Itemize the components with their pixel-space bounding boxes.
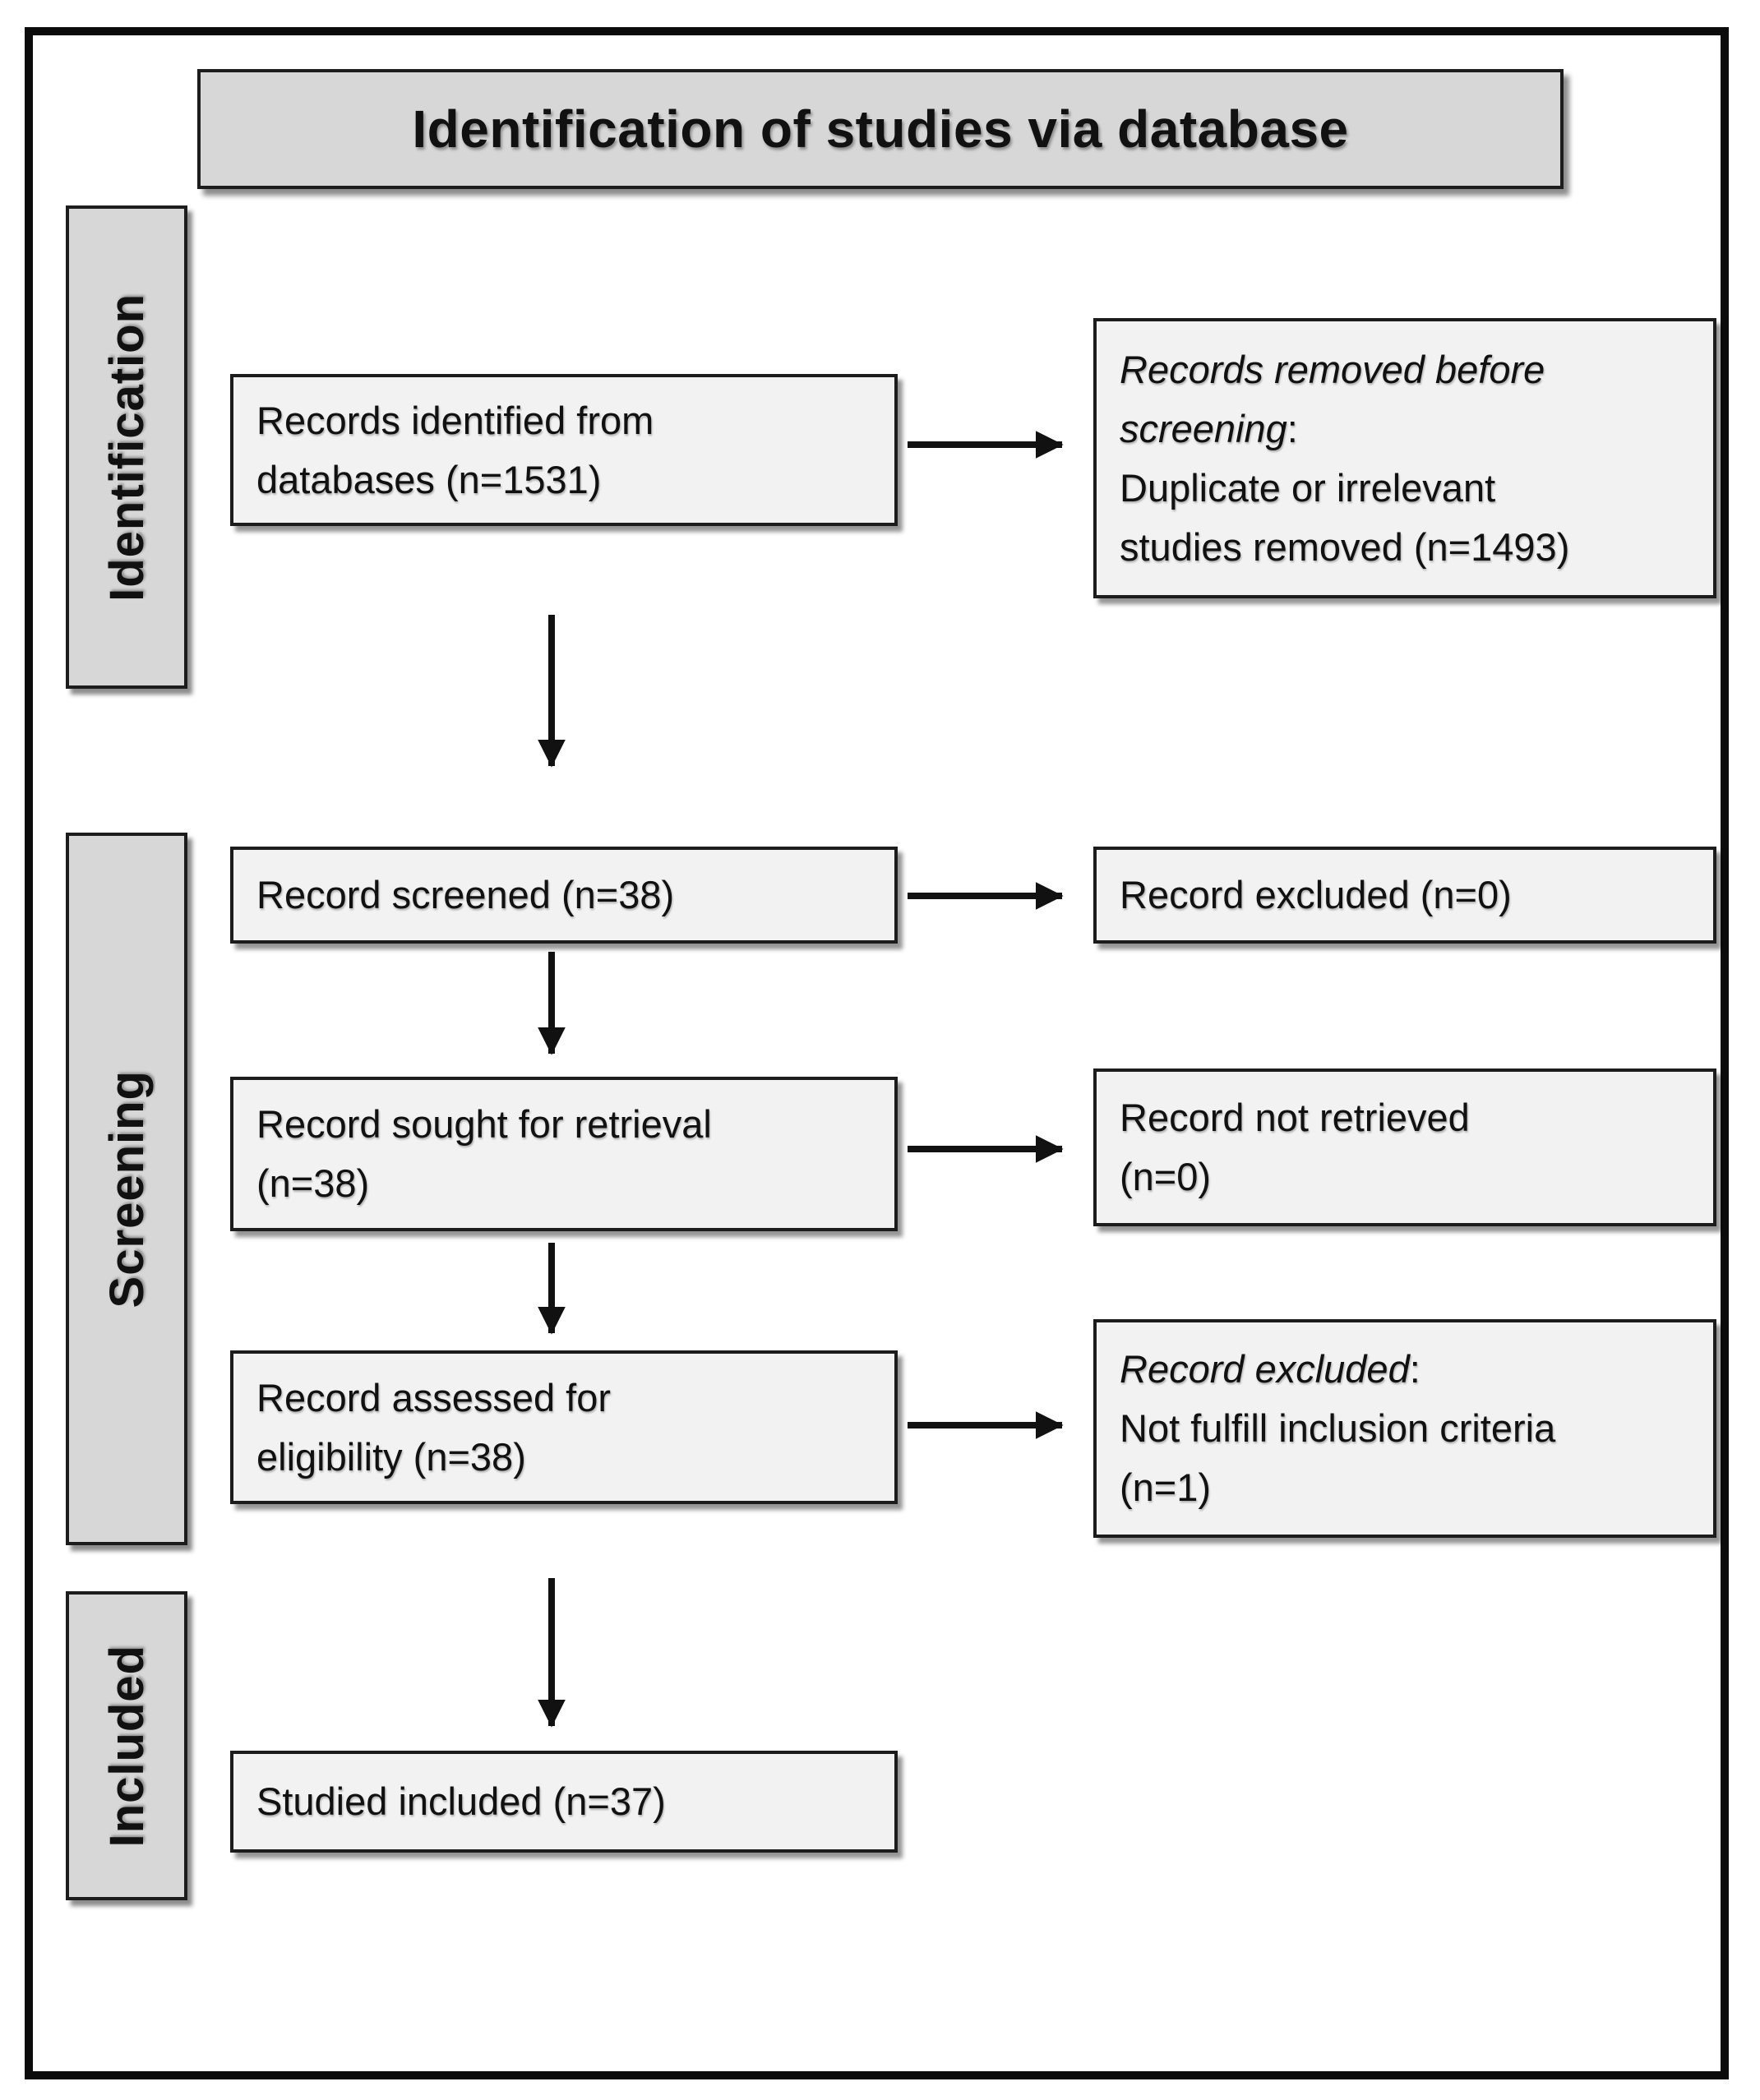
box-record-excluded-criteria: Record excluded: Not fulfill inclusion c… <box>1093 1319 1716 1538</box>
box-records-removed: Records removed before screening: Duplic… <box>1093 318 1716 598</box>
diagram-outer-border <box>25 27 1729 2079</box>
box-record-assessed-text: Record assessed for eligibility (n=38) <box>256 1375 612 1479</box>
box-record-screened: Record screened (n=38) <box>230 847 898 944</box>
box-record-sought-text: Record sought for retrieval (n=38) <box>256 1102 712 1205</box>
stage-screening: Screening <box>66 833 187 1545</box>
box-record-not-retrieved: Record not retrieved (n=0) <box>1093 1068 1716 1226</box>
box-studies-included-text: Studied included (n=37) <box>256 1779 666 1823</box>
box-record-excluded-criteria-text: Record excluded: Not fulfill inclusion c… <box>1120 1340 1555 1517</box>
stage-included: Included <box>66 1591 187 1900</box>
box-records-identified-text: Records identified from databases (n=153… <box>256 398 654 501</box>
box-records-removed-detail: Duplicate or irrelevant studies removed … <box>1120 465 1570 569</box>
box-record-excluded-criteria-detail: Not fulfill inclusion criteria (n=1) <box>1120 1406 1556 1509</box>
box-records-removed-colon: : <box>1287 406 1298 450</box>
box-record-sought: Record sought for retrieval (n=38) <box>230 1077 898 1231</box>
box-records-identified: Records identified from databases (n=153… <box>230 374 898 526</box>
box-record-not-retrieved-text: Record not retrieved (n=0) <box>1120 1096 1470 1198</box>
stage-identification: Identification <box>66 205 187 689</box>
box-records-removed-lead: Records removed before screening <box>1120 347 1545 450</box>
box-record-excluded: Record excluded (n=0) <box>1093 847 1716 944</box>
box-record-excluded-text: Record excluded (n=0) <box>1120 873 1512 916</box>
diagram-title-banner: Identification of studies via database <box>197 69 1564 189</box>
page-title: Identification of studies via database <box>412 99 1349 159</box>
box-record-screened-text: Record screened (n=38) <box>256 873 675 916</box>
box-record-excluded-criteria-colon: : <box>1409 1347 1420 1391</box>
box-record-excluded-criteria-lead: Record excluded <box>1120 1347 1410 1391</box>
box-records-removed-text: Records removed before screening: Duplic… <box>1120 340 1569 577</box>
box-record-assessed: Record assessed for eligibility (n=38) <box>230 1350 898 1504</box>
box-studies-included: Studied included (n=37) <box>230 1751 898 1853</box>
